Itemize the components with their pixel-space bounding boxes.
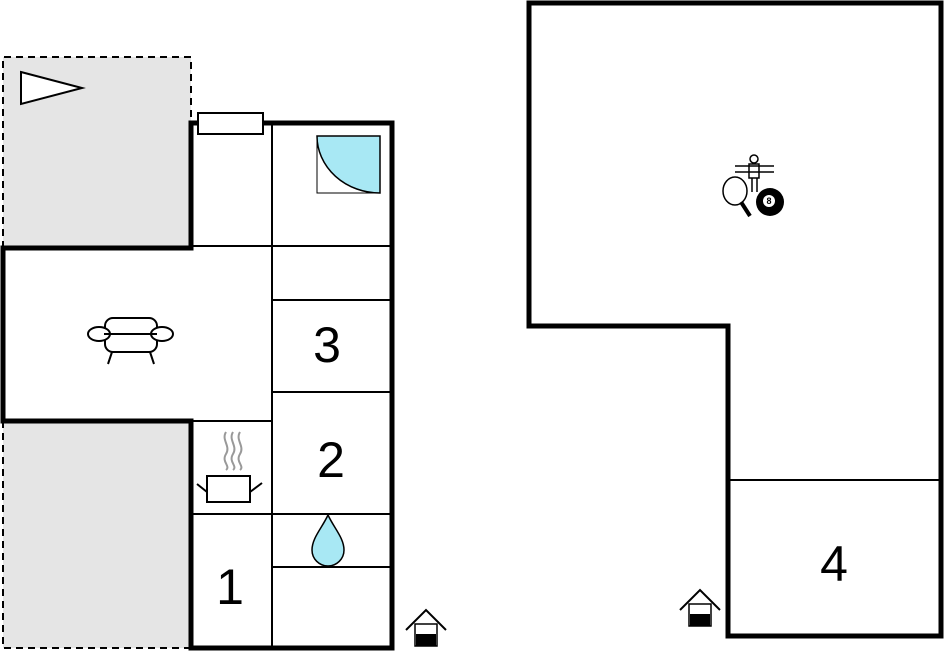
left-building: [0, 120, 395, 651]
room-label-1: 1: [216, 559, 244, 615]
window-element: [197, 112, 264, 135]
sofa-icon: [87, 317, 174, 365]
games-icon: [722, 154, 774, 218]
terrace-bottom: [2, 421, 191, 649]
room-label-3: 3: [313, 317, 341, 373]
cooking-pot-icon: [196, 431, 263, 503]
billiard-ball-number: 8: [766, 196, 771, 206]
billiard-ball-icon: 8: [756, 188, 784, 216]
water-drop-icon: [311, 513, 345, 567]
entrance-house-icon: [405, 608, 447, 647]
terrace-flag-icon: [20, 70, 86, 106]
shower-icon: [316, 135, 381, 194]
room-label-4: 4: [820, 536, 848, 592]
entrance-house-icon: [679, 588, 721, 627]
right-building: [526, 0, 944, 639]
room-label-2: 2: [317, 432, 345, 488]
